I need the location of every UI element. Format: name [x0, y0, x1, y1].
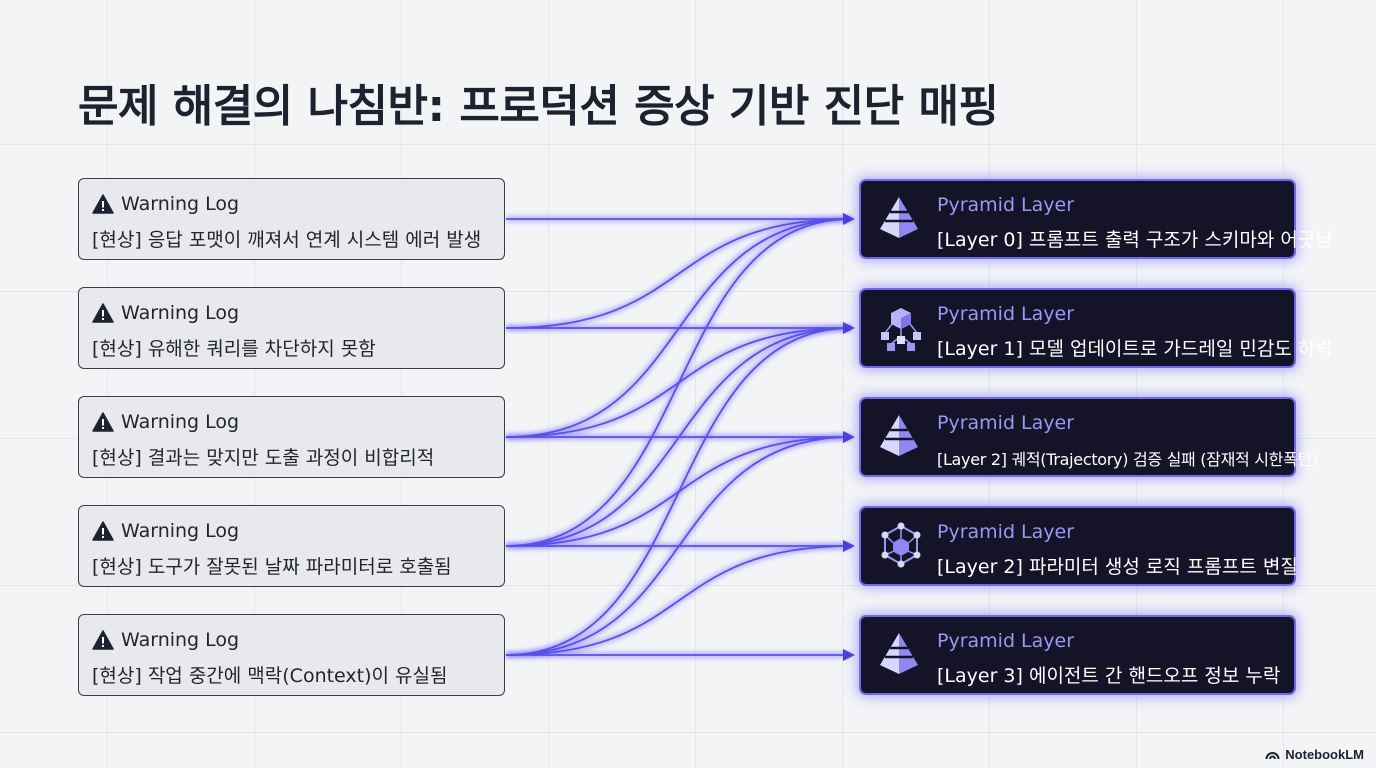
- pyramid-layer-card: Pyramid Layer [Layer 0] 프롬프트 출력 구조가 스키마와…: [859, 179, 1333, 259]
- network-cubes-icon: [881, 308, 921, 351]
- warning-log-card: Warning Log [현상] 유해한 쿼리를 차단하지 못함: [78, 287, 505, 369]
- connection-arrowhead: [843, 431, 855, 443]
- pyramid-layer-card: Pyramid Layer [Layer 3] 에이전트 간 핸드오프 정보 누…: [859, 615, 1296, 695]
- connection-line: [505, 218, 853, 329]
- warning-icon: [92, 303, 114, 323]
- warning-icon: [92, 412, 114, 432]
- warning-icon: [92, 194, 114, 214]
- pyramid-layer-card: Pyramid Layer [Layer 1] 모델 업데이트로 가드레일 민감…: [859, 288, 1333, 368]
- connection-line: [505, 218, 853, 438]
- symptom-text: [현상] 응답 포맷이 깨져서 연계 시스템 에러 발생: [92, 229, 482, 251]
- warning-log-label: Warning Log: [121, 629, 240, 651]
- pyramid-icon: [880, 633, 918, 674]
- warning-log-card: Warning Log [현상] 응답 포맷이 깨져서 연계 시스템 에러 발생: [78, 178, 505, 260]
- connection-arrowhead: [843, 649, 855, 661]
- layer-diagnosis-text: [Layer 3] 에이전트 간 핸드오프 정보 누락: [937, 665, 1281, 687]
- layer-diagnosis-text: [Layer 2] 파라미터 생성 로직 프롬프트 변질: [937, 556, 1298, 578]
- warning-log-label: Warning Log: [121, 302, 240, 324]
- pyramid-layer-card: Pyramid Layer [Layer 2] 궤적(Trajectory) 검…: [859, 397, 1318, 477]
- layer-kind-label: Pyramid Layer: [937, 194, 1075, 216]
- symptom-text: [현상] 작업 중간에 맥락(Context)이 유실됨: [92, 665, 448, 687]
- warning-log-label: Warning Log: [121, 520, 240, 542]
- pyramid-icon: [880, 197, 918, 238]
- warning-icon: [92, 521, 114, 541]
- pyramid-layer-card: Pyramid Layer [Layer 2] 파라미터 생성 로직 프롬프트 …: [859, 506, 1298, 586]
- warning-log-card: Warning Log [현상] 도구가 잘못된 날짜 파라미터로 호출됨: [78, 505, 505, 587]
- hexagon-network-icon: [881, 522, 921, 568]
- connection-line: [505, 436, 853, 656]
- symptom-text: [현상] 도구가 잘못된 날짜 파라미터로 호출됨: [92, 556, 452, 578]
- connection-arrowhead: [843, 322, 855, 334]
- notebooklm-brand: NotebookLM: [1265, 747, 1364, 762]
- connection-line: [505, 327, 853, 656]
- layer-kind-label: Pyramid Layer: [937, 521, 1075, 543]
- warning-log-label: Warning Log: [121, 411, 240, 433]
- connection-arrowhead: [843, 540, 855, 552]
- brand-label: NotebookLM: [1285, 747, 1364, 762]
- layer-diagnosis-text: [Layer 2] 궤적(Trajectory) 검증 실패 (잠재적 시한폭탄…: [937, 450, 1318, 469]
- layer-kind-label: Pyramid Layer: [937, 303, 1075, 325]
- symptom-text: [현상] 유해한 쿼리를 차단하지 못함: [92, 338, 376, 360]
- warning-log-card: Warning Log [현상] 결과는 맞지만 도출 과정이 비합리적: [78, 396, 505, 478]
- connection-line: [505, 545, 853, 656]
- layer-diagnosis-text: [Layer 0] 프롬프트 출력 구조가 스키마와 어긋남: [937, 229, 1333, 251]
- warning-icon: [92, 630, 114, 650]
- connection-line: [505, 218, 853, 547]
- notebooklm-logo-icon: [1265, 752, 1280, 760]
- connection-arrowhead: [843, 213, 855, 225]
- connection-line: [505, 327, 853, 547]
- warning-log-label: Warning Log: [121, 193, 240, 215]
- symptom-text: [현상] 결과는 맞지만 도출 과정이 비합리적: [92, 447, 435, 469]
- layer-kind-label: Pyramid Layer: [937, 630, 1075, 652]
- pyramid-icon: [880, 415, 918, 456]
- layer-kind-label: Pyramid Layer: [937, 412, 1075, 434]
- page-title: 문제 해결의 나침반: 프로덕션 증상 기반 진단 매핑: [78, 81, 999, 132]
- warning-log-card: Warning Log [현상] 작업 중간에 맥락(Context)이 유실됨: [78, 614, 505, 696]
- layer-diagnosis-text: [Layer 1] 모델 업데이트로 가드레일 민감도 하락: [937, 338, 1333, 360]
